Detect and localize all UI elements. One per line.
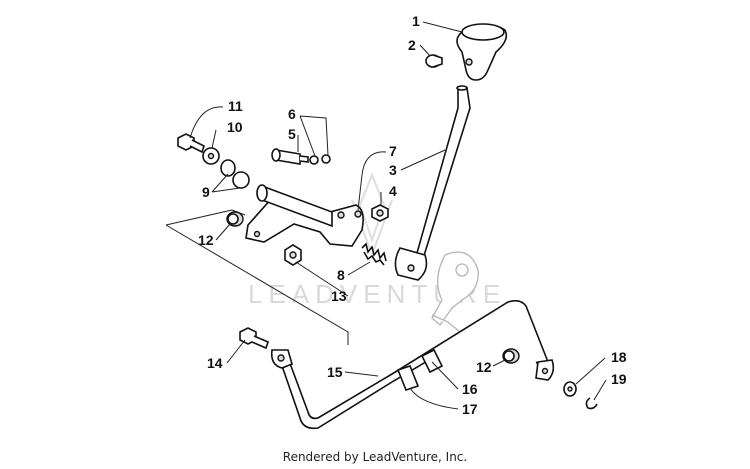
callout-17: 17 <box>462 401 478 417</box>
flange-nut <box>284 244 302 266</box>
callout-16: 16 <box>462 381 478 397</box>
callout-7: 7 <box>389 143 397 159</box>
set-screw <box>425 54 443 68</box>
cap-screw-bottom <box>239 327 269 350</box>
shift-rod <box>270 299 555 430</box>
ghost-linkage <box>431 251 479 333</box>
bushing-right <box>502 348 520 364</box>
detent-spring <box>361 242 387 266</box>
callout-5: 5 <box>288 126 296 142</box>
callout-10: 10 <box>227 119 243 135</box>
callout-4: 4 <box>389 183 397 199</box>
pivot-bolt <box>271 148 309 165</box>
callout-1: 1 <box>412 13 420 29</box>
callout-2: 2 <box>408 37 416 53</box>
callout-18: 18 <box>611 349 627 365</box>
leader-lines <box>189 21 607 410</box>
flat-washer <box>202 147 220 165</box>
small-washers <box>309 154 331 165</box>
shift-knob <box>456 23 508 81</box>
bushing-left <box>226 211 244 227</box>
rendered-by-footer: Rendered by LeadVenture, Inc. <box>282 450 468 464</box>
callout-12-right: 12 <box>476 359 492 375</box>
cap-screw-top <box>177 133 205 154</box>
o-rings <box>220 159 250 189</box>
callout-8: 8 <box>337 267 345 283</box>
callout-12-left: 12 <box>198 232 214 248</box>
callout-3: 3 <box>389 162 397 178</box>
callout-9: 9 <box>202 184 210 200</box>
callout-11: 11 <box>228 98 243 114</box>
e-clip <box>585 397 598 410</box>
rod-washer <box>563 381 577 397</box>
callout-13: 13 <box>331 288 347 304</box>
shift-bracket <box>245 184 364 247</box>
callout-14: 14 <box>207 355 223 371</box>
callout-labels: 1 2 3 4 5 6 7 8 9 10 11 12 12 13 14 15 1… <box>198 13 627 417</box>
lock-nut <box>371 204 389 222</box>
shift-lever <box>394 85 471 281</box>
callout-6: 6 <box>288 106 296 122</box>
callout-15: 15 <box>327 364 343 380</box>
callout-19: 19 <box>611 371 627 387</box>
